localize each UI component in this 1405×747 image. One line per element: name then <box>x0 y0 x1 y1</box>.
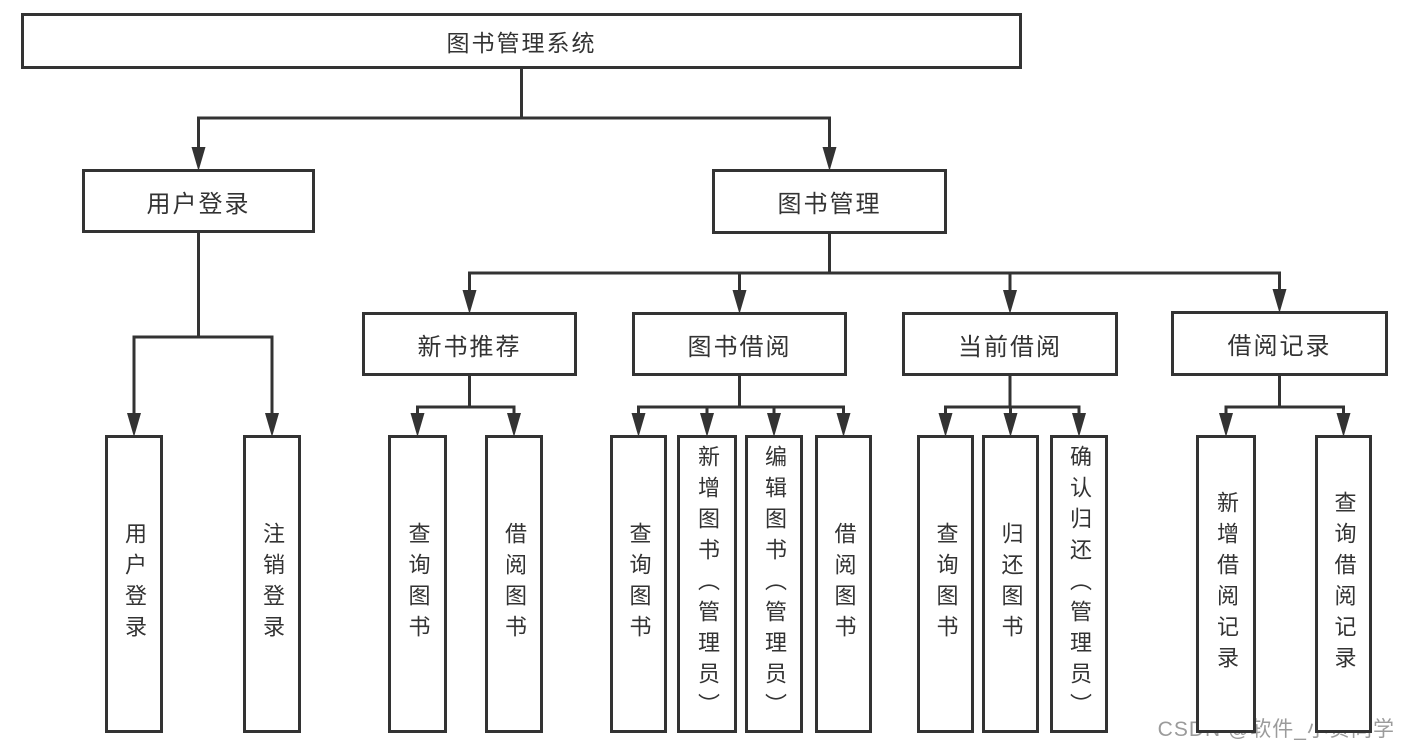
arrowhead-leaf-bor-add <box>700 413 714 437</box>
node-leaf-new-query: 查询图书 <box>388 435 447 733</box>
node-label-leaf-bor-borrow: 借阅图书 <box>831 522 857 646</box>
node-newbook: 新书推荐 <box>362 312 577 376</box>
arrowhead-leaf-user-login <box>127 413 141 437</box>
node-leaf-logout: 注销登录 <box>243 435 301 733</box>
node-label-leaf-bor-edit: 编辑图书（管理员） <box>762 444 787 724</box>
arrowhead-leaf-logout <box>265 413 279 437</box>
arrowhead-leaf-rec-query <box>1336 413 1351 437</box>
node-label-leaf-bor-add: 新增图书（管理员） <box>695 444 720 724</box>
node-leaf-cur-return: 归还图书 <box>982 435 1039 733</box>
arrowhead-leaf-bor-borrow <box>836 413 851 437</box>
node-label-mgmt: 图书管理 <box>777 191 882 218</box>
node-label-login: 用户登录 <box>146 190 251 218</box>
node-label-leaf-cur-confirm: 确认归还（管理员） <box>1067 444 1092 724</box>
node-root: 图书管理系统 <box>21 13 1022 69</box>
arrowhead-leaf-new-borrow <box>507 413 521 437</box>
arrowhead-leaf-new-query <box>410 413 425 437</box>
arrowhead-leaf-cur-return <box>1003 413 1018 437</box>
node-label-leaf-cur-return: 归还图书 <box>998 522 1024 646</box>
node-label-currentborrow: 当前借阅 <box>958 333 1062 361</box>
node-leaf-bor-edit: 编辑图书（管理员） <box>745 435 803 733</box>
node-label-borrowrecords: 借阅记录 <box>1227 333 1332 360</box>
node-label-leaf-new-borrow: 借阅图书 <box>502 522 527 646</box>
node-leaf-bor-add: 新增图书（管理员） <box>677 435 737 733</box>
arrowhead-leaf-cur-query <box>938 413 953 437</box>
node-leaf-bor-query: 查询图书 <box>610 435 667 733</box>
node-label-leaf-rec-add: 新增借阅记录 <box>1214 491 1239 677</box>
node-label-leaf-new-query: 查询图书 <box>405 522 431 646</box>
arrowhead-leaf-bor-query <box>631 413 646 437</box>
node-label-leaf-cur-query: 查询图书 <box>933 522 959 646</box>
node-mgmt: 图书管理 <box>712 169 947 234</box>
node-label-leaf-bor-query: 查询图书 <box>626 522 652 646</box>
node-borrowrecords: 借阅记录 <box>1171 311 1388 376</box>
arrowhead-newbook <box>462 290 477 314</box>
node-label-bookborrow: 图书借阅 <box>687 333 792 361</box>
node-leaf-new-borrow: 借阅图书 <box>485 435 543 733</box>
node-label-leaf-logout: 注销登录 <box>260 522 285 646</box>
node-label-leaf-user-login: 用户登录 <box>122 522 147 646</box>
node-leaf-bor-borrow: 借阅图书 <box>815 435 872 733</box>
node-label-root: 图书管理系统 <box>446 30 597 56</box>
arrowhead-leaf-cur-confirm <box>1072 413 1086 437</box>
node-leaf-cur-confirm: 确认归还（管理员） <box>1050 435 1108 733</box>
node-currentborrow: 当前借阅 <box>902 312 1118 376</box>
node-leaf-rec-query: 查询借阅记录 <box>1315 435 1372 733</box>
node-leaf-rec-add: 新增借阅记录 <box>1196 435 1256 733</box>
arrowhead-login <box>191 147 206 171</box>
arrowhead-currentborrow <box>1003 290 1017 314</box>
arrowhead-borrowrecords <box>1272 289 1287 313</box>
node-label-leaf-rec-query: 查询借阅记录 <box>1331 491 1357 677</box>
node-login: 用户登录 <box>82 169 315 233</box>
arrowhead-leaf-rec-add <box>1219 413 1233 437</box>
node-leaf-user-login: 用户登录 <box>105 435 163 733</box>
node-bookborrow: 图书借阅 <box>632 312 847 376</box>
arrowhead-mgmt <box>822 147 837 171</box>
arrowhead-bookborrow <box>732 290 747 314</box>
node-leaf-cur-query: 查询图书 <box>917 435 974 733</box>
node-label-newbook: 新书推荐 <box>417 333 522 361</box>
arrowhead-leaf-bor-edit <box>767 413 781 437</box>
